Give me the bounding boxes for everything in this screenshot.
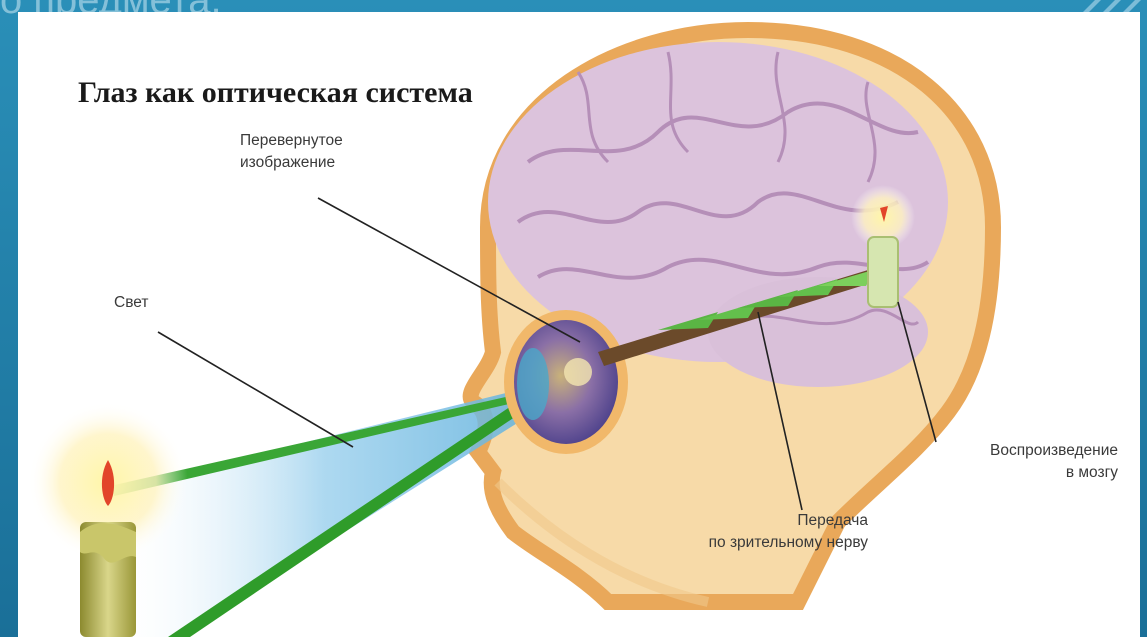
label-reproduction-line1: Воспроизведение [958, 440, 1118, 462]
label-inverted-image: Перевернутое изображение [240, 130, 343, 174]
label-inverted-image-line2: изображение [240, 152, 343, 174]
leader-line-light [158, 332, 353, 447]
label-transmission-line2: по зрительному нерву [668, 532, 868, 554]
label-light: Свет [114, 292, 148, 314]
diagram-title: Глаз как оптическая система [78, 70, 508, 115]
label-transmission: Передача по зрительному нерву [668, 510, 868, 554]
label-reproduction: Воспроизведение в мозгу [958, 440, 1118, 484]
eye-icon [504, 310, 628, 454]
label-transmission-line1: Передача [668, 510, 868, 532]
slide-panel: Глаз как оптическая система Перевернутое… [18, 12, 1140, 637]
label-inverted-image-line1: Перевернутое [240, 130, 343, 152]
label-reproduction-line2: в мозгу [958, 462, 1118, 484]
